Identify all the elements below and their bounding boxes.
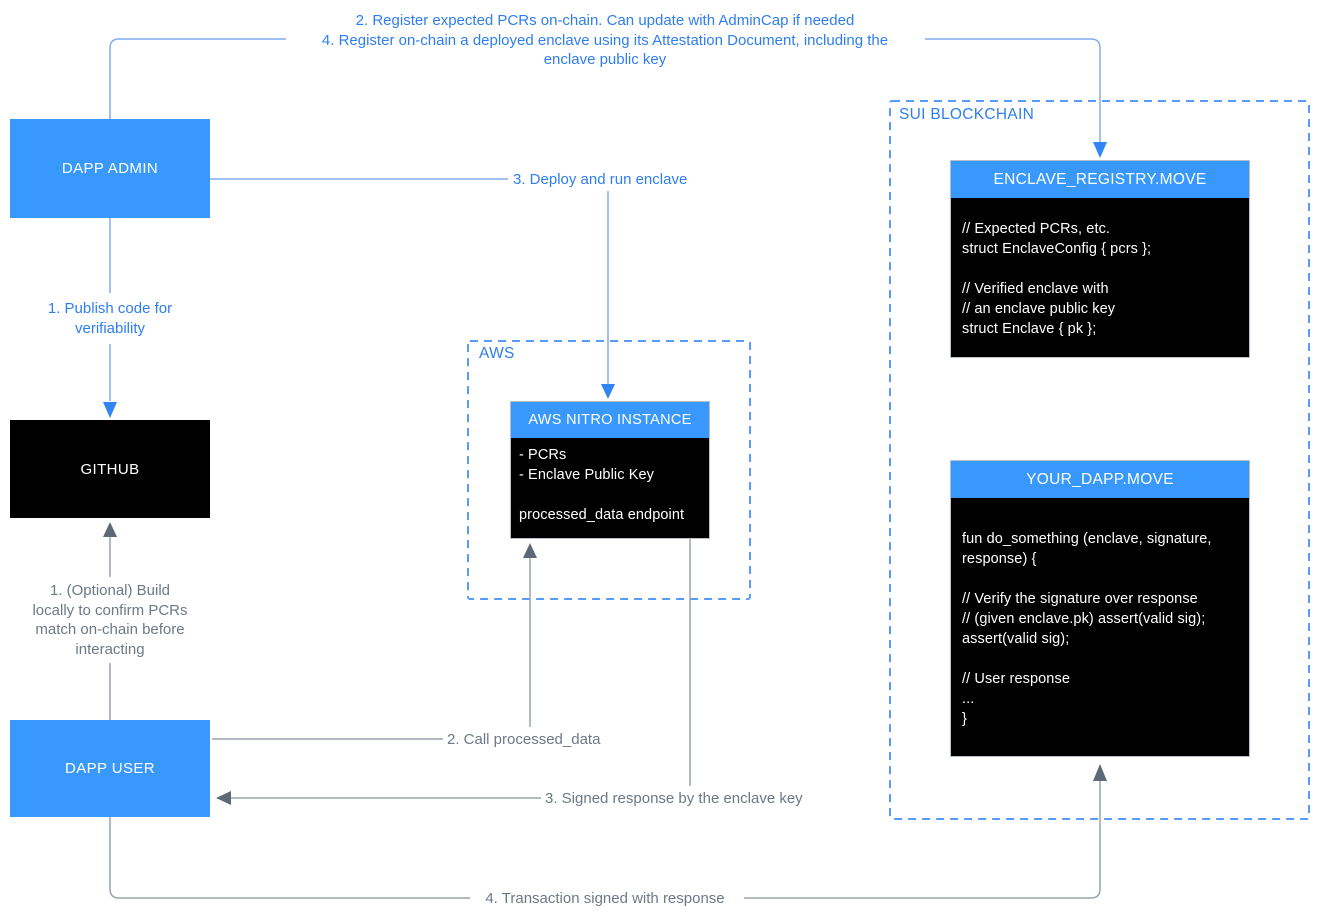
sui-region-label: SUI BLOCKCHAIN <box>899 106 1035 123</box>
arrow-up-github-icon <box>103 522 117 537</box>
panel-your-dapp-body: fun do_something (enclave, signature, re… <box>951 498 1249 756</box>
node-github: GITHUB <box>10 420 210 518</box>
node-dapp-admin: DAPP ADMIN <box>10 119 210 218</box>
connector-txn-left <box>109 817 470 899</box>
panel-your-dapp-title: YOUR_DAPP.MOVE <box>951 461 1249 498</box>
panel-your-dapp: YOUR_DAPP.MOVE fun do_something (enclave… <box>950 460 1250 757</box>
panel-aws-nitro-body: - PCRs - Enclave Public Key processed_da… <box>511 438 709 538</box>
note-register-on-chain: 2. Register expected PCRs on-chain. Can … <box>321 12 889 68</box>
panel-enclave-registry-title: ENCLAVE_REGISTRY.MOVE <box>951 161 1249 198</box>
arrow-down-registry-icon <box>1093 142 1107 158</box>
note-publish-code: 1. Publish code for verifiability <box>47 300 173 337</box>
arrow-down-nitro-icon <box>601 384 615 399</box>
panel-aws-nitro-title: AWS NITRO INSTANCE <box>511 402 709 438</box>
panel-enclave-registry: ENCLAVE_REGISTRY.MOVE // Expected PCRs, … <box>950 160 1250 358</box>
arrow-up-nitro-icon <box>523 543 537 558</box>
note-call-processed-data: 2. Call processed_data <box>447 731 601 748</box>
aws-region-label: AWS <box>479 345 515 362</box>
node-github-label: GITHUB <box>80 460 140 478</box>
panel-enclave-registry-body: // Expected PCRs, etc. struct EnclaveCon… <box>951 198 1249 357</box>
note-deploy-enclave: 3. Deploy and run enclave <box>513 171 688 188</box>
node-dapp-user: DAPP USER <box>10 720 210 817</box>
note-transaction-signed: 4. Transaction signed with response <box>485 890 725 907</box>
note-optional-build: 1. (Optional) Build locally to confirm P… <box>32 582 188 658</box>
note-signed-response: 3. Signed response by the enclave key <box>545 790 803 807</box>
panel-aws-nitro: AWS NITRO INSTANCE - PCRs - Enclave Publ… <box>510 401 710 539</box>
arrow-left-dapp-user-icon <box>216 791 231 805</box>
arrow-up-your-dapp-icon <box>1093 764 1107 781</box>
node-dapp-user-label: DAPP USER <box>64 760 156 777</box>
node-dapp-admin-label: DAPP ADMIN <box>61 160 159 177</box>
arrow-down-github-icon <box>103 402 117 418</box>
